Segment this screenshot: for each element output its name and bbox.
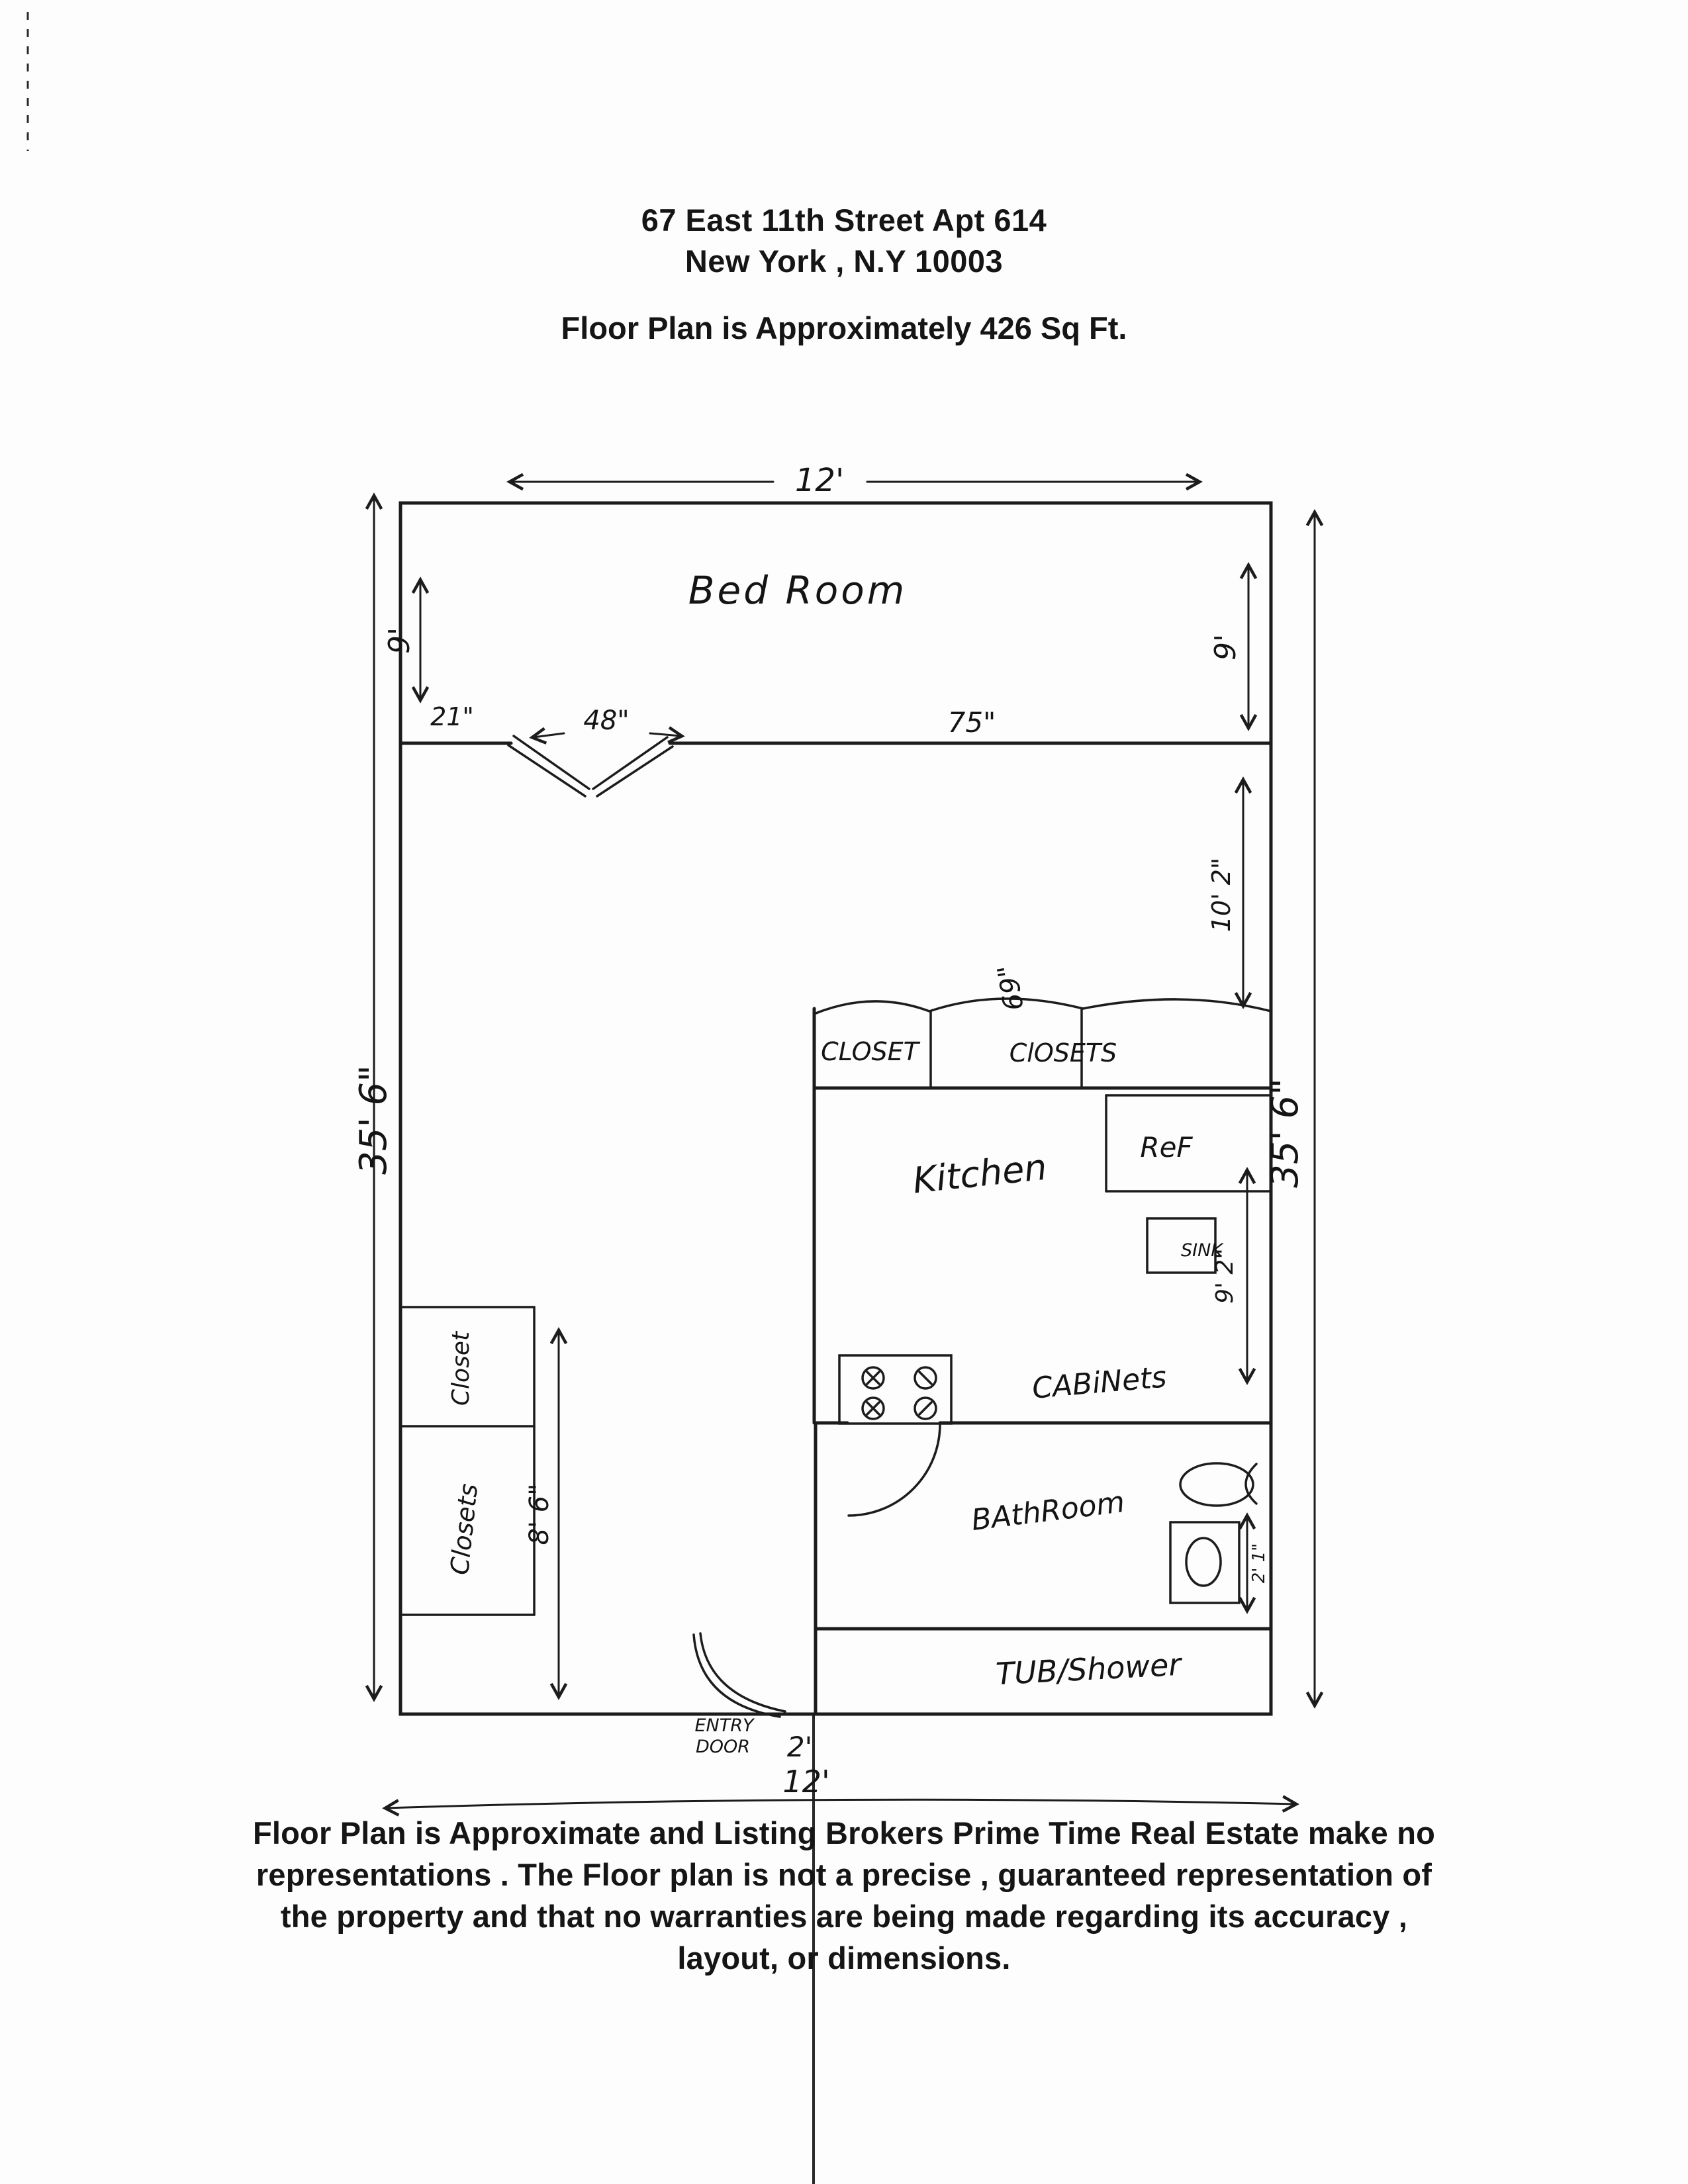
left-closets-outline bbox=[399, 1306, 536, 1616]
dim-69-label: 69" bbox=[992, 962, 1030, 1013]
dim-right-label: 35' 6" bbox=[1264, 1078, 1307, 1188]
dim-2-1-label: 2' 1" bbox=[1249, 1543, 1269, 1583]
scan-artifacts bbox=[26, 12, 815, 2184]
dim-left-label: 35' 6" bbox=[352, 1065, 395, 1175]
dim-bed-right-label: 9' bbox=[1209, 634, 1243, 660]
dim-bottom-label: 12' bbox=[782, 1764, 829, 1799]
address-line-1: 67 East 11th Street Apt 614 bbox=[641, 203, 1047, 238]
closet-row-top bbox=[813, 997, 1272, 1015]
bathroom-sink bbox=[1169, 1521, 1241, 1604]
kitchen-label: Kitchen bbox=[911, 1146, 1049, 1202]
closet-row-right-label: ClOSETS bbox=[1009, 1038, 1117, 1068]
bedroom-label: Bed Room bbox=[688, 568, 908, 613]
dimension-lines bbox=[374, 482, 1315, 1808]
dim-9-2-label: 9' 2" bbox=[1211, 1248, 1239, 1304]
dim-75-label: 75" bbox=[948, 706, 996, 739]
dim-bed-left-label: 9' bbox=[383, 627, 416, 654]
toilet bbox=[1179, 1462, 1258, 1507]
dim-21-label: 21" bbox=[430, 702, 474, 731]
side-closet-label: Closet bbox=[447, 1330, 475, 1406]
walls bbox=[399, 501, 1273, 1718]
entry-label-line2: DOOR bbox=[696, 1737, 750, 1757]
bottom-dimension-arrow bbox=[387, 1799, 1295, 1808]
disclaimer: Floor Plan is Approximate and Listing Br… bbox=[0, 1812, 1688, 1979]
sink-outline bbox=[1146, 1217, 1217, 1274]
tub-shower-label: TUB/Shower bbox=[995, 1647, 1184, 1692]
address-line-2: New York , N.Y 10003 bbox=[684, 244, 1004, 279]
bathroom-label: BAthRoom bbox=[970, 1485, 1127, 1537]
dim-48-label: 48" bbox=[583, 705, 629, 736]
closet-row-left-label: CLOSET bbox=[821, 1037, 921, 1066]
bedroom-double-door bbox=[507, 735, 674, 797]
entry-door-leaf bbox=[692, 1632, 786, 1718]
dim-top-label: 12' bbox=[795, 462, 844, 499]
dim-8-6-label: 8' 6" bbox=[524, 1483, 555, 1545]
sink-label: SINK bbox=[1181, 1240, 1224, 1261]
outer-wall bbox=[399, 501, 1273, 1716]
dim-10-2-label: 10' 2" bbox=[1207, 858, 1236, 933]
floorplan-subtitle: Floor Plan is Approximately 426 Sq Ft. bbox=[561, 310, 1127, 345]
entry-width-label: 2' bbox=[787, 1731, 812, 1763]
disclaimer-line-3: the property and that no warranties are … bbox=[280, 1899, 1408, 1934]
disclaimer-line-1: Floor Plan is Approximate and Listing Br… bbox=[252, 1815, 1436, 1850]
header: 67 East 11th Street Apt 614 New York , N… bbox=[0, 200, 1688, 282]
cabinets-label: CABiNets bbox=[1031, 1360, 1168, 1406]
disclaimer-line-2: representations . The Floor plan is not … bbox=[256, 1857, 1432, 1892]
entry-label-line1: ENTRY bbox=[694, 1715, 755, 1736]
refrigerator-label: ReF bbox=[1140, 1131, 1193, 1163]
disclaimer-line-4: layout, or dimensions. bbox=[677, 1940, 1011, 1976]
stove-burners bbox=[838, 1354, 953, 1425]
side-closets-label: Closets bbox=[445, 1482, 483, 1576]
bathroom-door-arc bbox=[847, 1423, 941, 1517]
